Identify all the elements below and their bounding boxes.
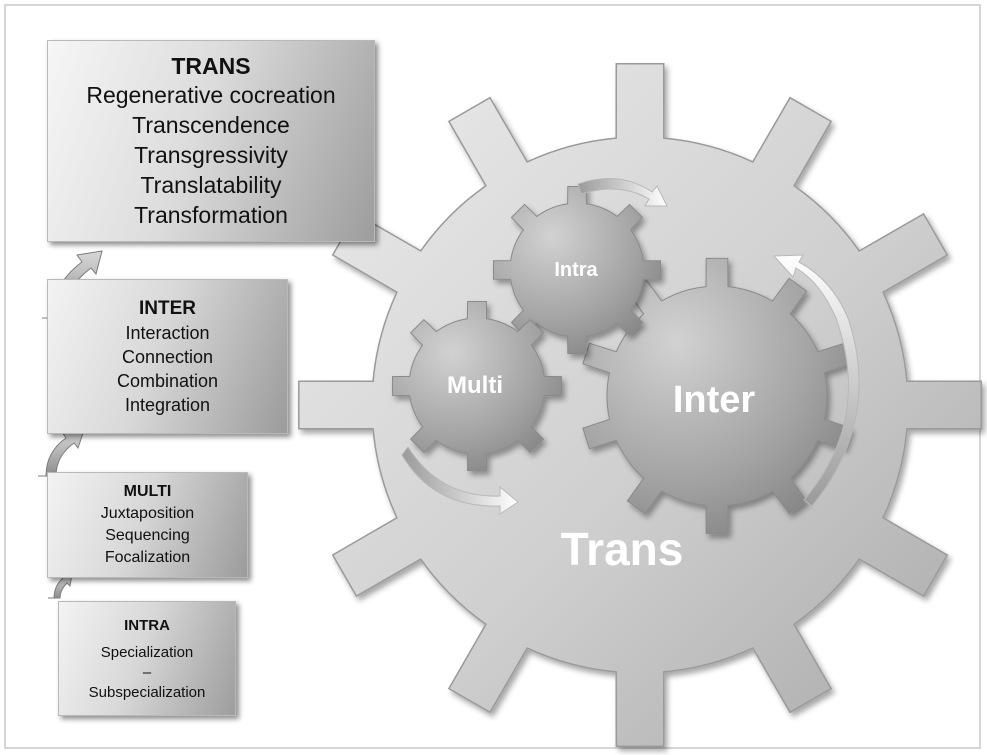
trans-item: Transgressivity bbox=[134, 142, 288, 168]
rotation-arrow-right bbox=[772, 254, 860, 507]
inter-item: Integration bbox=[124, 394, 211, 415]
intra-item: Specialization bbox=[100, 643, 194, 661]
trans-item: Transcendence bbox=[132, 112, 290, 138]
gear-label-trans: Trans bbox=[561, 523, 684, 575]
rotation-arrow-bottom bbox=[401, 446, 519, 515]
trans-title: TRANS bbox=[171, 53, 251, 79]
intra-gear bbox=[493, 186, 661, 354]
inter-title: INTER bbox=[139, 297, 196, 319]
multi-level-box: MULTI Juxtaposition Sequencing Focalizat… bbox=[47, 472, 248, 578]
multi-title: MULTI bbox=[123, 483, 172, 500]
trans-item: Translatability bbox=[140, 172, 282, 198]
inter-level-box: INTER Interaction Connection Combination… bbox=[47, 279, 288, 434]
inter-item: Combination bbox=[116, 370, 219, 391]
rotation-arrow-top bbox=[577, 178, 668, 207]
intra-item: – bbox=[142, 663, 152, 681]
intra-level-box: INTRA Specialization – Subspecialization bbox=[58, 601, 236, 716]
inter-item: Interaction bbox=[125, 322, 210, 343]
intra-title: INTRA bbox=[124, 616, 170, 634]
multi-item: Focalization bbox=[104, 549, 191, 566]
trans-item: Transformation bbox=[134, 202, 288, 228]
multi-gear bbox=[392, 301, 562, 471]
trans-item: Regenerative cocreation bbox=[86, 82, 336, 108]
multi-item: Juxtaposition bbox=[100, 505, 195, 522]
gear-label-intra: Intra bbox=[554, 259, 598, 281]
gear-label-multi: Multi bbox=[447, 372, 503, 399]
inter-item: Connection bbox=[121, 346, 214, 367]
intra-item: Subspecialization bbox=[88, 683, 206, 701]
gear-label-inter: Inter bbox=[673, 379, 756, 421]
step-arrow-multi-to-inter bbox=[38, 429, 85, 477]
trans-level-box: TRANS Regenerative cocreation Transcende… bbox=[47, 40, 375, 242]
inter-gear bbox=[582, 257, 852, 535]
multi-item: Sequencing bbox=[105, 527, 190, 544]
